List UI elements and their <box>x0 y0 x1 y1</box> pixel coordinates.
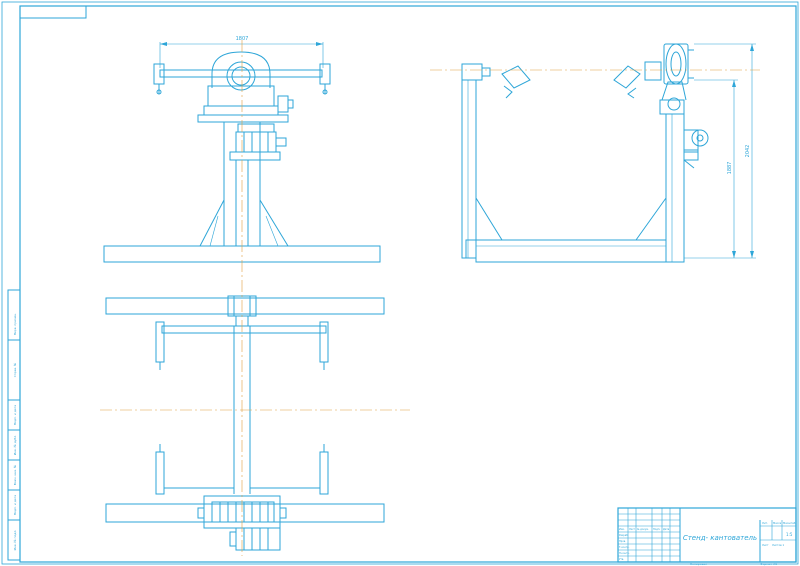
drawing-text: 1807 1887 2042 Стенд- кантователь Изм. Л… <box>13 36 796 566</box>
drawing-title: Стенд- кантователь <box>683 534 757 542</box>
tb-row-tkontr: Т.контр. <box>619 546 630 549</box>
tb-row-nkontr: Н.контр. <box>619 552 630 555</box>
tb-col-doc: № докум. <box>637 528 649 531</box>
inner-frame <box>19 5 797 563</box>
tb-format: Формат А1 <box>760 562 777 566</box>
stamp-inv-dubl: Инв. № дубл. <box>13 435 17 456</box>
stamp-inv-podl: Инв. № подл. <box>13 530 17 551</box>
tb-scale: Масштаб <box>783 521 796 525</box>
stamp-podp2: Подп. и дата <box>13 495 17 516</box>
title-block <box>617 507 797 563</box>
stamp-sprav: Справ. № <box>13 363 17 378</box>
tb-col-list: Лист <box>629 528 636 531</box>
tb-col-date: Дата <box>663 528 670 531</box>
tb-col-izm: Изм. <box>619 528 625 531</box>
tb-row-razrab: Разраб. <box>619 534 629 537</box>
tb-row-prov: Пров. <box>619 540 626 543</box>
tb-col-sign: Подп. <box>653 528 660 531</box>
tb-row-utv: Утв. <box>619 558 624 561</box>
dim-side-inner: 1887 <box>727 162 733 175</box>
top-view <box>105 295 385 551</box>
tb-copied: Копировал <box>690 562 707 566</box>
stamp-vzam: Взам. инв. № <box>13 465 17 485</box>
tb-mass: Масса <box>773 521 782 525</box>
tb-sheet: Лист <box>762 543 769 547</box>
tb-scale-value: 1:5 <box>786 532 793 537</box>
dim-side-outer: 2042 <box>745 145 751 158</box>
tb-sheets: Листов 1 <box>772 543 785 547</box>
side-stamp <box>7 289 21 561</box>
top-left-stamp <box>19 5 87 19</box>
center-lines <box>100 40 760 556</box>
stamp-perv: Перв. примен. <box>13 313 17 336</box>
tb-lit: Лит. <box>762 521 768 525</box>
stamp-podp1: Подп. и дата <box>13 405 17 426</box>
side-view <box>461 43 756 263</box>
dim-front-width: 1807 <box>236 36 249 42</box>
